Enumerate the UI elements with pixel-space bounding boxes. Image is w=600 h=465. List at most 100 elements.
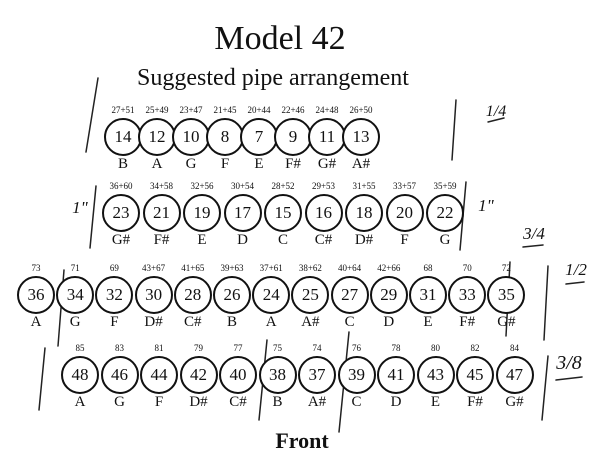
pipe-circle: 10 <box>172 118 210 156</box>
pipe-note: A <box>30 314 42 330</box>
pipe-circle: 37 <box>298 356 336 394</box>
pipe-caption: 82 <box>470 343 480 353</box>
row3-top-bar <box>522 244 544 248</box>
pipe-caption: 41+65 <box>181 263 205 273</box>
pipe-circle: 46 <box>100 356 139 394</box>
pipe-caption: 36+60 <box>109 181 133 191</box>
pipe-circle: 12 <box>138 118 176 156</box>
pipe-note: E <box>430 394 441 410</box>
row2-right-size-note: 1" <box>478 196 494 215</box>
pipe-circle: 43 <box>416 356 455 394</box>
pipe-circle: 11 <box>308 118 346 156</box>
row4-right-bracket <box>541 355 549 421</box>
pipe-caption: 25+49 <box>145 105 169 115</box>
pipe-caption: 73 <box>31 263 41 273</box>
pipe-note: E <box>197 232 207 248</box>
pipe-note: G# <box>317 156 337 172</box>
pipe-caption: 74 <box>312 343 322 353</box>
pipe-caption: 42+66 <box>377 263 401 273</box>
pipe-circle: 48 <box>61 356 99 394</box>
pipe-note: G# <box>505 394 524 410</box>
row2-left-bracket <box>89 185 97 249</box>
pipe-circle: 25 <box>291 276 330 314</box>
pipe-note: C <box>351 394 362 410</box>
row4-left-bracket <box>38 347 46 411</box>
pipe-caption: 38+62 <box>298 263 322 273</box>
pipe-caption: 23+47 <box>179 105 203 115</box>
pipe-circle: 31 <box>409 276 447 314</box>
pipe-circle: 38 <box>258 356 297 394</box>
pipe-circle: 28 <box>173 276 212 314</box>
pipe-note: G <box>439 232 451 248</box>
pipe-circle: 19 <box>183 194 221 232</box>
pipe-caption: 37+61 <box>259 263 283 273</box>
row4-size-note: 3/8 <box>556 352 582 374</box>
row3-far-right-bracket <box>543 265 549 341</box>
pipe-note: B <box>226 314 237 330</box>
pipe-caption: 24+48 <box>315 105 339 115</box>
pipe-caption: 34+58 <box>149 181 174 191</box>
pipe-note: F# <box>285 156 301 172</box>
pipe-circle: 27 <box>330 276 369 314</box>
pipe-circle: 21 <box>142 194 181 232</box>
pipe-caption: 30+54 <box>230 181 255 191</box>
pipe-circle: 47 <box>495 356 534 394</box>
diagram-title: Model 42 <box>214 20 346 57</box>
pipe-note: D# <box>144 314 163 330</box>
pipe-note: B <box>117 156 128 172</box>
pipe-note: C# <box>184 314 202 330</box>
pipe-circle: 36 <box>17 276 55 314</box>
pipe-circle: 34 <box>56 276 95 314</box>
pipe-note: C# <box>229 394 247 410</box>
pipe-caption: 22+46 <box>281 105 305 115</box>
pipe-note: A# <box>307 394 327 410</box>
row3-top-note: 3/4 <box>523 224 545 243</box>
pipe-caption: 75 <box>273 343 282 353</box>
pipe-circle: 45 <box>456 356 494 394</box>
pipe-circle: 39 <box>337 356 376 394</box>
pipe-note: C <box>277 232 288 248</box>
pipe-note: G <box>69 314 81 330</box>
pipe-note: D# <box>189 394 208 410</box>
pipe-caption: 68 <box>423 263 433 273</box>
row1-right-bracket <box>451 99 457 161</box>
pipe-note: E <box>423 314 433 330</box>
pipe-note: D# <box>354 232 374 248</box>
row1-size-note: 1/4 <box>485 103 507 120</box>
pipe-note: A# <box>301 314 320 330</box>
pipe-circle: 15 <box>264 194 302 232</box>
pipe-caption: 28+52 <box>271 181 295 191</box>
front-label: Front <box>275 428 329 453</box>
row1-left-bracket <box>85 77 99 153</box>
pipe-circle: 22 <box>426 194 464 232</box>
pipe-note: D <box>390 394 402 410</box>
pipe-note: G <box>114 394 125 410</box>
pipe-circle: 8 <box>206 118 244 156</box>
pipe-caption: 80 <box>431 343 440 353</box>
pipe-caption: 85 <box>75 343 85 353</box>
pipe-caption: 29+53 <box>311 181 336 191</box>
pipe-circle: 20 <box>385 194 424 232</box>
pipe-circle: 42 <box>179 356 218 394</box>
pipe-caption: 77 <box>233 343 243 353</box>
pipe-circle: 26 <box>213 276 251 314</box>
pipe-circle: 7 <box>240 118 278 156</box>
pipe-circle: 44 <box>140 356 178 394</box>
row3-size-bar <box>565 281 585 285</box>
pipe-circle: 29 <box>369 276 408 314</box>
pipe-caption: 26+50 <box>349 105 373 115</box>
pipe-caption: 32+56 <box>190 181 214 191</box>
pipe-caption: 39+63 <box>220 263 244 273</box>
pipe-caption: 78 <box>391 343 401 353</box>
pipe-caption: 69 <box>109 263 119 273</box>
pipe-caption: 72 <box>501 263 511 273</box>
pipe-caption: 83 <box>115 343 124 353</box>
row1-size-bar <box>487 117 505 123</box>
pipe-circle: 14 <box>104 118 142 156</box>
pipe-circle: 32 <box>95 276 134 314</box>
row2-left-size-note: 1" <box>72 198 88 217</box>
pipe-circle: 35 <box>487 276 526 314</box>
pipe-note: G <box>185 156 197 172</box>
pipe-circle: 30 <box>134 276 173 314</box>
pipe-caption: 33+57 <box>392 181 417 191</box>
